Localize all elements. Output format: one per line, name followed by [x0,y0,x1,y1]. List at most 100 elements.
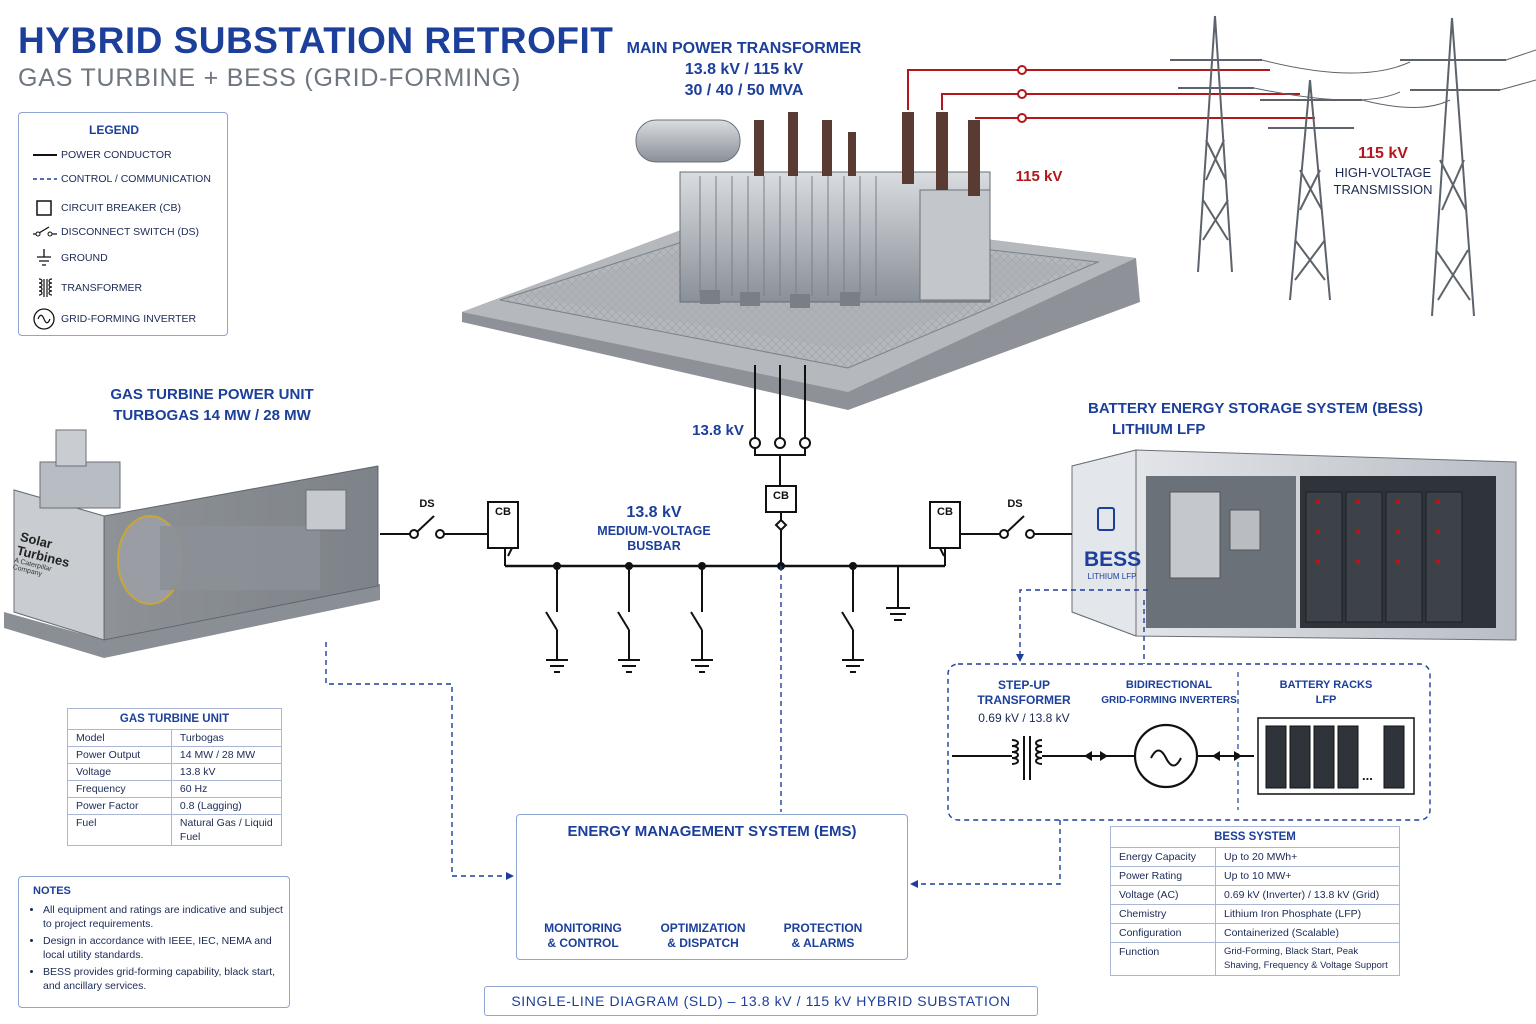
tx-secondary-label: 13.8 kV [692,422,744,439]
stepup-line1: STEP-UP [997,678,1050,692]
hv-feed-label: 115 kV [1015,168,1063,185]
ems-item-protection: PROTECTION & ALARMS [771,921,875,951]
table-cell: Turbogas [170,729,283,747]
hv-line2: TRANSMISSION [1333,182,1433,197]
table-cell: Energy Capacity [1110,847,1216,867]
inverter-label: BIDIRECTIONAL GRID-FORMING INVERTERS [1094,678,1244,708]
bess-label: BATTERY ENERGY STORAGE SYSTEM (BESS) LIT… [1070,398,1458,440]
legend-row: TRANSFORMER [31,277,142,299]
substation-illustration [462,112,1140,410]
bess-badge-sub: LITHIUM LFP [1087,572,1137,581]
table-cell: Voltage (AC) [1110,885,1216,905]
bess-table-title: BESS SYSTEM [1110,826,1400,848]
table-cell: 60 Hz [170,780,283,798]
racks-line2: LFP [1315,694,1337,706]
table-cell: 14 MW / 28 MW [170,746,283,764]
ems-item-line2: & DISPATCH [667,936,739,950]
hv-voltage: 115 kV [1358,145,1408,162]
table-cell: Lithium Iron Phosphate (LFP) [1215,904,1400,924]
legend-label: DISCONNECT SWITCH (DS) [61,226,200,238]
legend-label: GRID-FORMING INVERTER [61,313,197,325]
table-cell: Voltage [67,763,172,781]
legend-row: GRID-FORMING INVERTER [31,307,196,331]
table-cell: Natural Gas / Liquid Fuel [170,814,283,846]
ems-title: ENERGY MANAGEMENT SYSTEM (EMS) [567,823,857,840]
hv-feed-lines [907,65,1315,123]
square-icon [36,200,52,216]
gas-turbine-title: GAS TURBINE POWER UNIT [110,386,314,403]
table-cell: Up to 10 MW+ [1215,866,1400,886]
bess-badge-text: BESS [1084,548,1142,571]
table-cell: Power Output [67,746,172,764]
legend-row: CONTROL / COMMUNICATION [31,173,211,185]
gas-turbine-subtitle: TURBOGAS 14 MW / 28 MW [113,407,311,424]
ems-item-line1: PROTECTION [783,921,863,935]
transformer-label: MAIN POWER TRANSFORMER 13.8 kV / 115 kV … [604,38,884,101]
ems-item-line1: OPTIMIZATION [660,921,746,935]
ems-item-line2: & ALARMS [791,936,855,950]
bess-title: BATTERY ENERGY STORAGE SYSTEM (BESS) [1088,400,1424,417]
table-cell: Function [1110,942,1216,976]
gt-cb-label: CB [495,506,511,518]
note-item: Design in accordance with IEEE, IEC, NEM… [43,934,283,962]
bess-detail-box [947,663,1431,821]
inverter-icon [33,308,55,330]
control-lines [325,566,1148,885]
legend-panel: LEGEND POWER CONDUCTOR CONTROL / COMMUNI… [18,112,228,336]
transformer-voltage: 13.8 kV / 115 kV [684,61,804,78]
battery-racks-label: BATTERY RACKS LFP [1266,678,1386,708]
busbar-line2: BUSBAR [627,539,681,553]
table-row: Voltage (AC)0.69 kV (Inverter) / 13.8 kV… [1110,885,1400,905]
single-line-diagram [380,365,1072,673]
busbar-voltage: 13.8 kV [626,504,682,521]
note-item: All equipment and ratings are indicative… [43,903,283,931]
table-cell: 0.69 kV (Inverter) / 13.8 kV (Grid) [1215,885,1400,905]
solid-line-icon [33,154,57,156]
note-item: BESS provides grid-forming capability, b… [43,965,283,993]
notes-list: All equipment and ratings are indicative… [19,903,283,996]
legend-title: LEGEND [88,123,139,137]
table-cell: Frequency [67,780,172,798]
table-cell: 0.8 (Lagging) [170,797,283,815]
legend-label: GROUND [61,252,108,264]
switch-icon [33,226,57,237]
ems-item-line2: & CONTROL [547,936,619,950]
hv-line1: HIGH-VOLTAGE [1334,165,1432,180]
diagram-caption: SINGLE-LINE DIAGRAM (SLD) – 13.8 kV / 11… [484,986,1038,1016]
stepup-transformer-label: STEP-UP TRANSFORMER 0.69 kV / 13.8 kV [964,678,1084,726]
legend-row: DISCONNECT SWITCH (DS) [31,225,199,239]
bess-cb-label: CB [937,506,953,518]
table-cell: Containerized (Scalable) [1215,923,1400,943]
transformer-title: MAIN POWER TRANSFORMER [626,40,862,57]
ems-item-line1: MONITORING [544,921,622,935]
racks-ellipsis: ... [1362,768,1373,783]
bess-illustration [1071,449,1517,641]
table-cell: Configuration [1110,923,1216,943]
main-cb-label: CB [773,490,789,502]
legend-row: GROUND [31,249,108,267]
table-cell: Model [67,729,172,747]
legend-label: CONTROL / COMMUNICATION [61,173,211,185]
racks-line1: BATTERY RACKS [1279,679,1373,691]
gas-turbine-label: GAS TURBINE POWER UNIT TURBOGAS 14 MW / … [80,384,344,426]
bess-ds-label: DS [1007,498,1023,510]
table-cell: Grid-Forming, Black Start, Peak Shaving,… [1215,942,1400,976]
gas-turbine-illustration [4,429,380,658]
ground-icon [37,249,51,266]
legend-label: POWER CONDUCTOR [61,149,172,161]
table-cell: Power Rating [1110,866,1216,886]
